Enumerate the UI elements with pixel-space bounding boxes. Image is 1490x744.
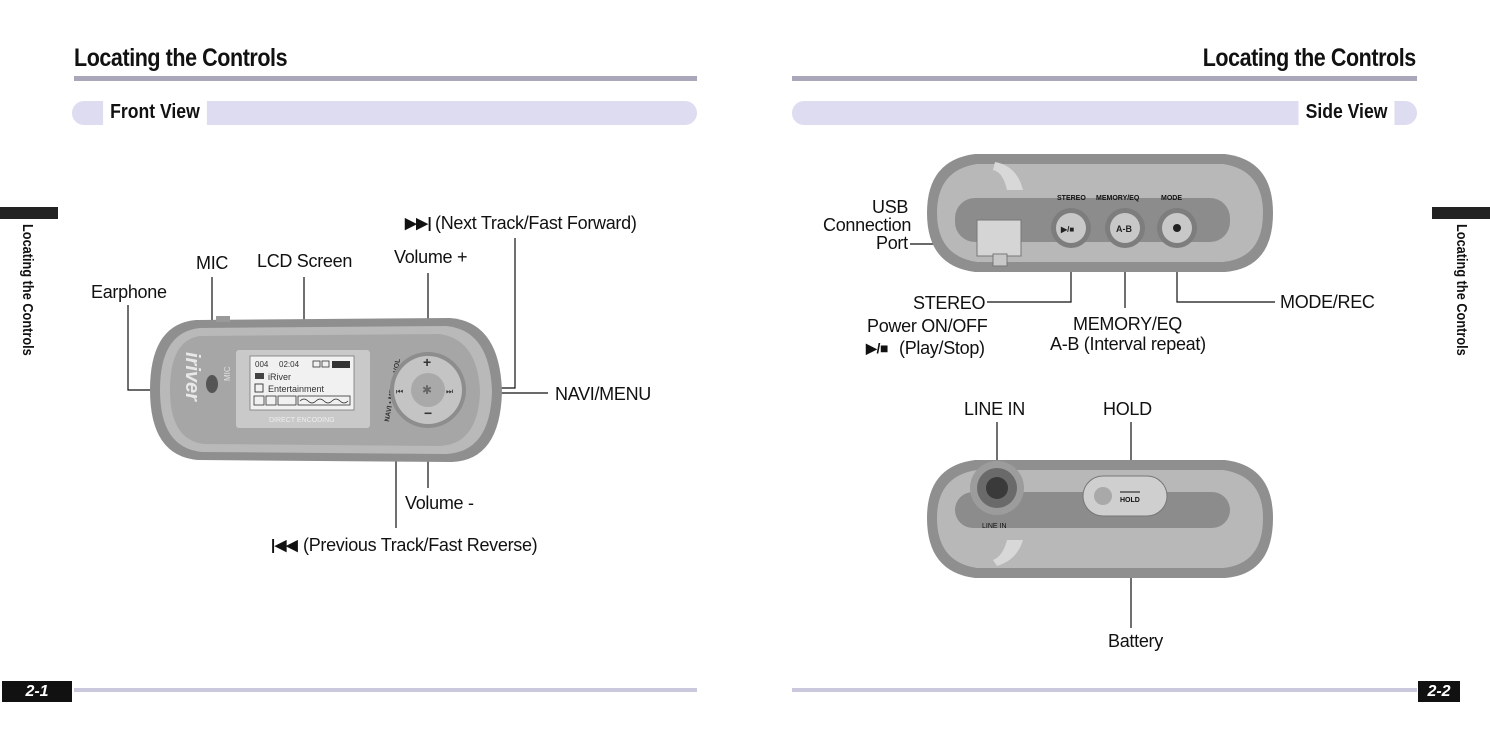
next-track-label: (Next Track/Fast Forward) (435, 213, 637, 233)
brand-logo: iriver (181, 352, 203, 402)
memory-label-line1: MEMORY/EQ (1073, 314, 1182, 334)
stereo-label-line1: STEREO (913, 293, 986, 313)
prev-track-icon: |◀◀ (271, 537, 298, 554)
usb-label-line3: Port (876, 233, 908, 253)
ab-button-label: A-B (1116, 224, 1132, 234)
player-bottom-side: LINE IN HOLD (927, 460, 1273, 578)
top-mode-mark: MODE (1161, 195, 1182, 202)
left-footer-rule (74, 688, 697, 692)
stereo-label-line3: (Play/Stop) (899, 338, 985, 358)
svg-text:⏭: ⏭ (446, 387, 453, 396)
memory-label-line2: A-B (Interval repeat) (1050, 334, 1206, 354)
volume-up-label: Volume + (394, 247, 468, 267)
left-section-label: Front View (103, 99, 207, 127)
navi-menu-label: NAVI/MENU (555, 384, 651, 404)
svg-text:▶/■: ▶/■ (1060, 225, 1074, 234)
hold-switch (1082, 475, 1168, 517)
play-stop-icon: ▶/■ (866, 340, 889, 356)
svg-text:⏮: ⏮ (396, 387, 403, 396)
battery-label: Battery (1108, 631, 1163, 651)
lcd-screen-label: LCD Screen (257, 251, 353, 271)
player-top-side: STEREO MEMORY/EQ MODE ▶/■ A-B (927, 154, 1273, 272)
left-side-tab-marker (0, 207, 58, 219)
earphone-label: Earphone (91, 282, 167, 302)
right-section-label: Side View (1298, 99, 1395, 127)
usb-port (976, 219, 1022, 257)
svg-text:+: + (423, 354, 431, 370)
play-stop-button (1056, 213, 1086, 243)
player-front: iriver MIC 004 02:04 iRiver Entertainmen… (150, 316, 502, 462)
bottom-hold-mark: HOLD (1120, 497, 1140, 504)
lcd-time: 02:04 (279, 360, 300, 369)
top-memory-mark: MEMORY/EQ (1096, 195, 1140, 202)
right-side-tab-marker (1432, 207, 1490, 219)
top-stereo-mark: STEREO (1057, 195, 1086, 202)
ab-button (1110, 213, 1140, 243)
right-page-title: Locating the Controls (1202, 44, 1417, 72)
right-footer-rule (792, 688, 1417, 692)
mode-rec-label: MODE/REC (1280, 292, 1375, 312)
svg-text:−: − (424, 405, 432, 421)
line-in-label: LINE IN (964, 399, 1025, 419)
bottom-line-in-mark: LINE IN (982, 523, 1007, 530)
right-page-number: 2-2 (1418, 681, 1460, 702)
prev-track-label: (Previous Track/Fast Reverse) (303, 535, 538, 555)
lcd-line1: iRiver (268, 372, 291, 382)
front-view-diagram: iriver MIC 004 02:04 iRiver Entertainmen… (127, 238, 548, 528)
volume-down-label: Volume - (405, 493, 474, 513)
lcd-line2: Entertainment (268, 384, 325, 394)
stereo-label-line2: Power ON/OFF (867, 316, 988, 336)
lcd-caption: DIRECT ENCODING (269, 417, 335, 424)
mic-label: MIC (196, 253, 229, 273)
left-page-number: 2-1 (2, 681, 72, 702)
mic-hole (206, 375, 218, 393)
hold-label: HOLD (1103, 399, 1152, 419)
earphone-leader (127, 305, 152, 391)
lcd-track: 004 (255, 360, 269, 369)
next-track-icon: ▶▶| (405, 215, 432, 232)
mic-mark: MIC (223, 366, 232, 381)
left-page-title: Locating the Controls (74, 44, 288, 72)
usb-label-line2: Connection (823, 215, 912, 235)
left-title-rule (74, 76, 697, 81)
svg-text:✱: ✱ (422, 383, 432, 397)
usb-label-line1: USB (872, 197, 909, 217)
side-view-diagram: STEREO MEMORY/EQ MODE ▶/■ A-B LINE IN HO… (910, 154, 1275, 628)
battery-icon (332, 361, 350, 368)
right-title-rule (792, 76, 1417, 81)
